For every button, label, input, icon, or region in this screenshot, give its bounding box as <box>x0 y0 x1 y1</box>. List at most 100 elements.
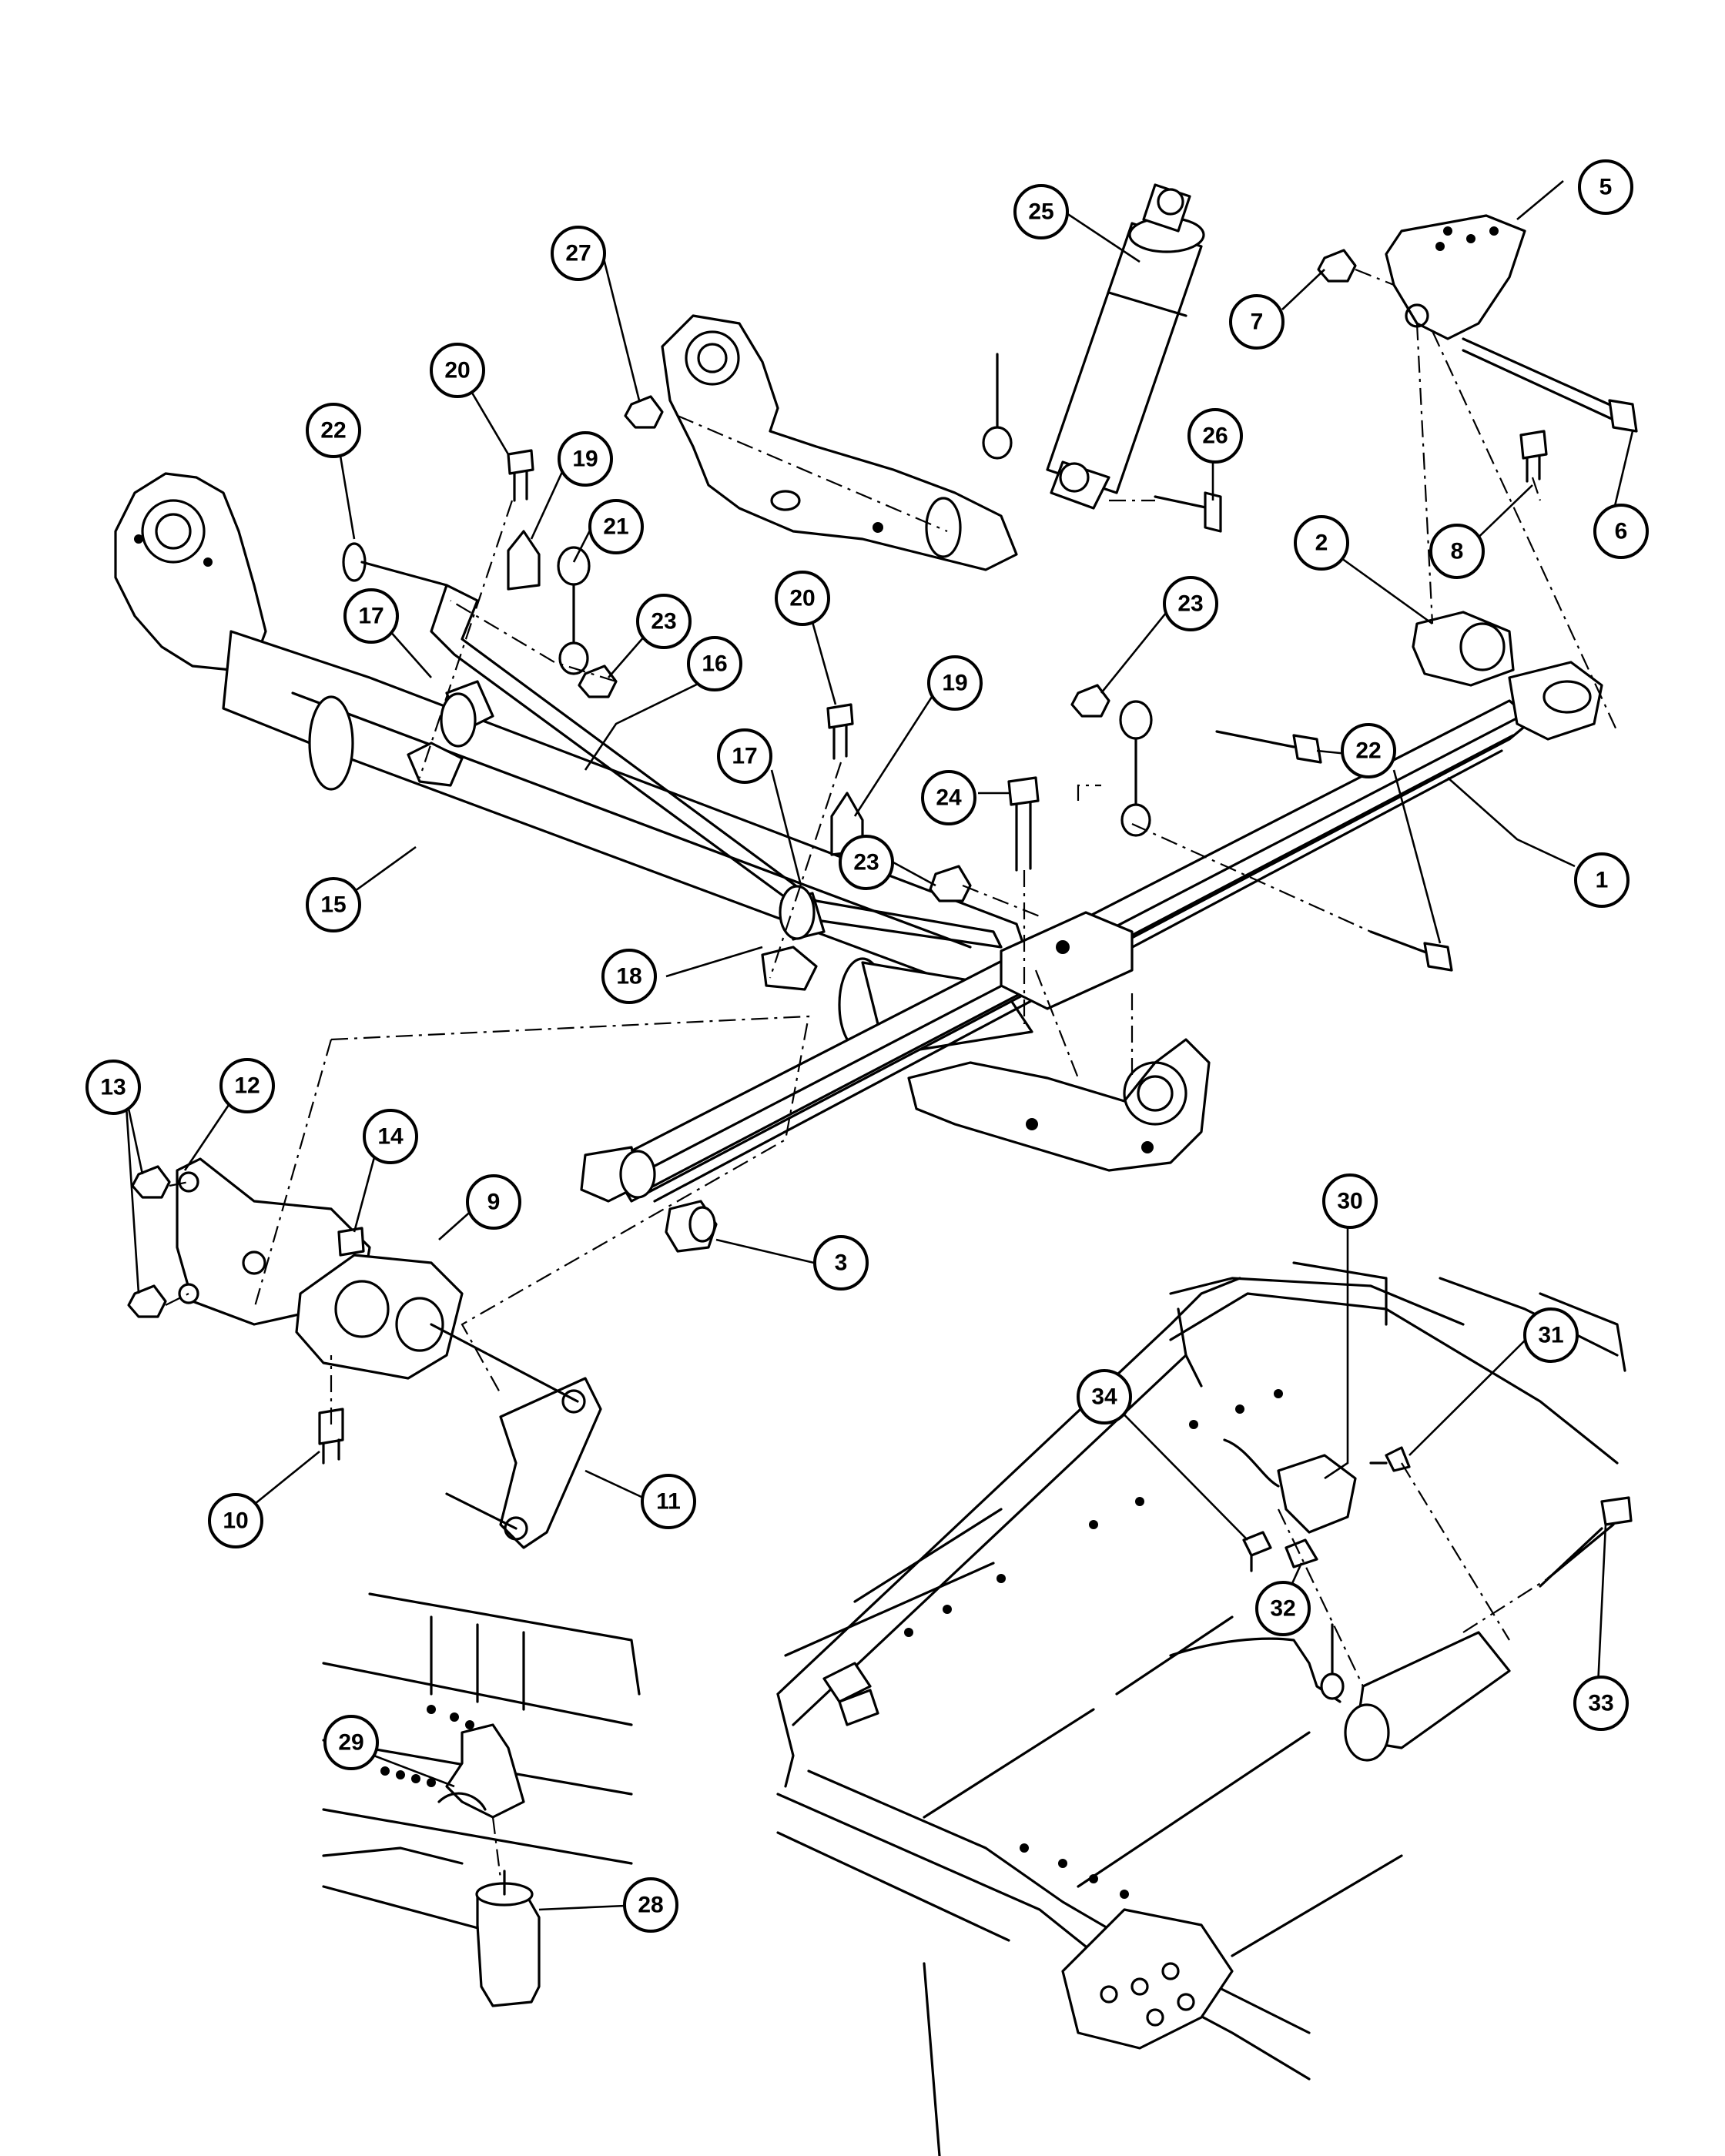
callout-29: 29 <box>323 1715 379 1770</box>
callout-23-b: 23 <box>1163 576 1218 631</box>
svg-text:17: 17 <box>732 744 757 769</box>
callout-21: 21 <box>588 499 644 554</box>
svg-text:12: 12 <box>234 1073 260 1099</box>
shackle-bolt-10 <box>318 1408 344 1465</box>
svg-text:17: 17 <box>358 604 384 629</box>
shackle-link <box>430 1323 602 1549</box>
callout-5: 5 <box>1578 159 1633 215</box>
svg-text:19: 19 <box>572 447 598 472</box>
frame-fasteners <box>1242 1446 1633 1687</box>
callout-11: 11 <box>641 1474 696 1529</box>
shock-upper-nut <box>624 395 664 429</box>
far-side-axle-end <box>661 314 1018 571</box>
callout-1: 1 <box>1574 852 1630 908</box>
hanger-nut <box>1317 249 1357 283</box>
callout-3: 3 <box>813 1235 869 1291</box>
svg-text:14: 14 <box>377 1124 404 1150</box>
spring-eye-bushing <box>1412 611 1515 687</box>
stabilizer-bushings <box>440 692 816 940</box>
svg-text:9: 9 <box>487 1190 501 1215</box>
callout-2: 2 <box>1294 515 1349 571</box>
rear-axle-housing <box>114 472 1211 1172</box>
callout-19-b: 19 <box>927 655 983 711</box>
svg-text:15: 15 <box>320 892 346 918</box>
svg-text:23: 23 <box>853 850 879 875</box>
svg-text:26: 26 <box>1202 424 1228 449</box>
svg-text:3: 3 <box>835 1250 848 1276</box>
callout-7: 7 <box>1229 294 1285 350</box>
svg-text:11: 11 <box>656 1489 681 1515</box>
svg-text:23: 23 <box>1177 591 1203 617</box>
callout-10: 10 <box>208 1493 263 1548</box>
shock-absorber <box>1046 183 1205 510</box>
callout-25: 25 <box>1013 184 1069 239</box>
svg-text:23: 23 <box>651 609 676 634</box>
svg-text:22: 22 <box>1355 738 1381 764</box>
svg-text:31: 31 <box>1538 1323 1563 1348</box>
callout-9: 9 <box>466 1174 521 1230</box>
callout-16: 16 <box>687 636 742 691</box>
callout-31: 31 <box>1523 1307 1579 1363</box>
svg-text:19: 19 <box>942 671 967 696</box>
assembly-guide-lines <box>165 268 1618 1424</box>
svg-text:33: 33 <box>1588 1691 1613 1716</box>
callout-24: 24 <box>921 770 976 825</box>
svg-text:28: 28 <box>638 1893 663 1918</box>
svg-text:27: 27 <box>565 241 591 266</box>
callout-22-a: 22 <box>306 403 361 458</box>
callout-22-b: 22 <box>1341 723 1396 778</box>
link-nuts <box>578 665 1110 902</box>
callout-32: 32 <box>1255 1581 1311 1636</box>
svg-text:18: 18 <box>616 964 641 989</box>
callout-28: 28 <box>623 1877 678 1933</box>
callout-17-a: 17 <box>343 588 399 644</box>
frame-rail-detail <box>776 1261 1626 2156</box>
spring-eye-bushing-front <box>665 1200 718 1253</box>
svg-text:21: 21 <box>603 514 628 540</box>
callout-15: 15 <box>306 877 361 932</box>
callout-27: 27 <box>551 226 606 281</box>
shackle-bracket <box>295 1254 464 1380</box>
svg-text:25: 25 <box>1028 199 1053 225</box>
svg-text:29: 29 <box>338 1730 363 1756</box>
svg-text:34: 34 <box>1091 1384 1117 1410</box>
frame-jounce-bumper-detail <box>322 1592 641 2007</box>
rear-spring-hanger <box>1385 214 1526 340</box>
svg-text:1: 1 <box>1596 868 1609 893</box>
retainer-bolts <box>507 449 854 760</box>
callout-20-a: 20 <box>430 343 485 398</box>
svg-text:10: 10 <box>223 1508 248 1534</box>
svg-text:20: 20 <box>789 586 815 611</box>
callout-6: 6 <box>1593 504 1649 559</box>
callout-8: 8 <box>1429 524 1485 579</box>
svg-text:2: 2 <box>1315 531 1328 556</box>
callout-18: 18 <box>601 949 657 1004</box>
callout-30: 30 <box>1322 1173 1378 1229</box>
callout-23-a: 23 <box>636 594 692 649</box>
hanger-bolt <box>1462 337 1638 433</box>
svg-text:5: 5 <box>1599 175 1613 200</box>
callout-13: 13 <box>85 1060 141 1115</box>
stabilizer-links <box>557 353 1153 837</box>
svg-text:30: 30 <box>1337 1189 1362 1214</box>
callout-34: 34 <box>1077 1369 1132 1424</box>
callout-14: 14 <box>363 1109 418 1164</box>
shackle-bolt-14 <box>337 1227 365 1257</box>
svg-text:32: 32 <box>1270 1596 1295 1622</box>
svg-text:22: 22 <box>320 418 346 444</box>
callout-12: 12 <box>219 1058 275 1113</box>
svg-text:13: 13 <box>100 1075 126 1100</box>
u-bolt-plate-bolt <box>1007 776 1040 872</box>
svg-text:16: 16 <box>702 651 727 677</box>
callout-20-b: 20 <box>775 571 830 626</box>
svg-text:20: 20 <box>444 358 470 383</box>
callout-26: 26 <box>1187 408 1243 464</box>
svg-text:6: 6 <box>1615 519 1628 544</box>
callout-33: 33 <box>1573 1676 1629 1731</box>
svg-text:7: 7 <box>1251 310 1264 335</box>
svg-text:8: 8 <box>1451 539 1464 564</box>
link-bolts <box>342 542 1453 972</box>
callout-bubbles: 1 2 3 5 6 7 8 9 10 11 12 13 14 15 16 17 … <box>85 159 1649 1933</box>
shock-lower-bolt <box>1154 491 1222 533</box>
